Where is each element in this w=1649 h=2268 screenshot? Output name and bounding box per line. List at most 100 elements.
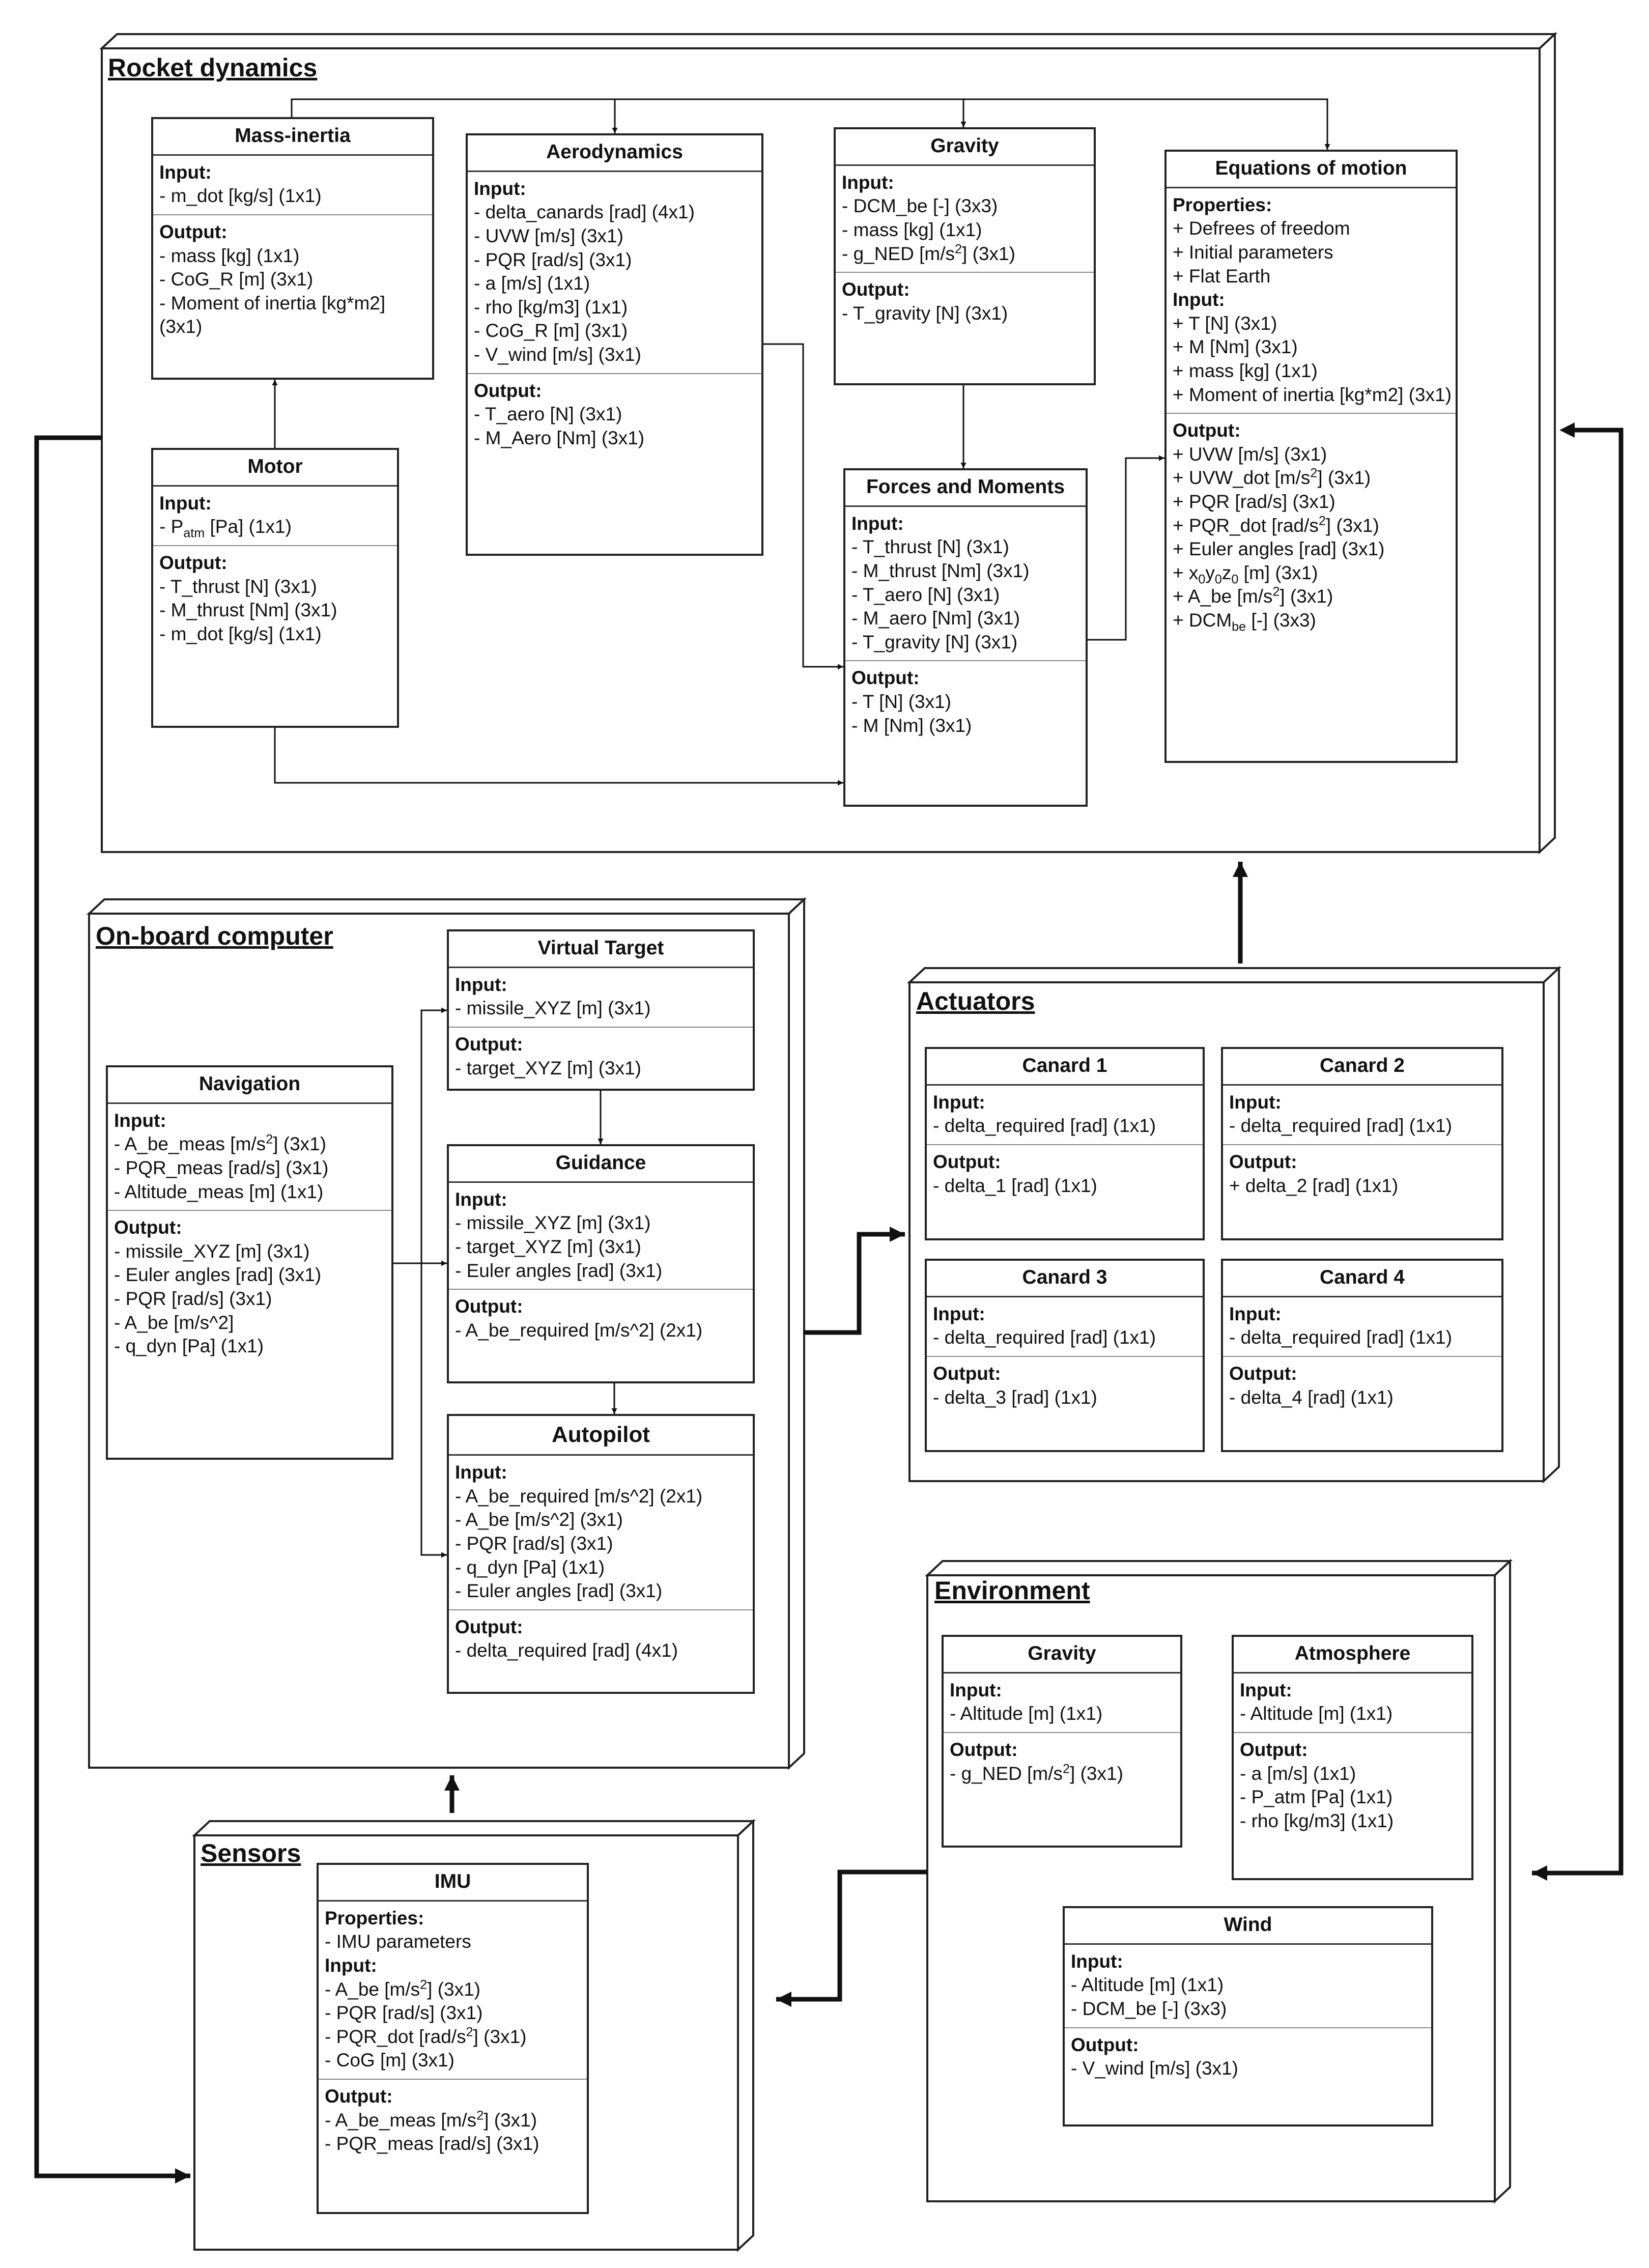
- block-title: IMU: [319, 1865, 587, 1902]
- section-label: Output:: [455, 1033, 523, 1055]
- signal-line: - delta_required [rad] (1x1): [933, 1327, 1156, 1348]
- signal-line: - CoG_R [m] (3x1): [159, 269, 314, 290]
- wire-nav-autopilot: [420, 1263, 447, 1558]
- signal-line: - delta_required [rad] (1x1): [1229, 1327, 1453, 1348]
- section-label: Input:: [933, 1091, 985, 1113]
- signal-line: - delta_4 [rad] (1x1): [1229, 1386, 1394, 1408]
- signal-line: - T [N] (3x1): [851, 691, 952, 712]
- block-section: Output:- target_XYZ [m] (3x1): [449, 1026, 753, 1086]
- block-title: Guidance: [449, 1146, 753, 1183]
- block-section: Input:- m_dot [kg/s] (1x1): [153, 156, 432, 214]
- wire-rocket-sensors: [34, 435, 190, 2184]
- block-title: Canard 1: [927, 1049, 1203, 1086]
- signal-line: - A_be_meas [m/s2] (3x1): [114, 1132, 327, 1155]
- wire-mass-bus: [291, 98, 1330, 150]
- block-section: Output:- T_aero [N] (3x1)- M_Aero [Nm] (…: [468, 373, 761, 457]
- sensors-title: Sensors: [201, 1839, 301, 1867]
- signal-line: - PQR [rad/s] (3x1): [474, 249, 632, 270]
- signal-line: - A_be [m/s2] (3x1): [325, 1977, 480, 2000]
- signal-line: - rho [kg/m3] (1x1): [1240, 1810, 1394, 1831]
- signal-line: + Flat Earth: [1173, 265, 1271, 287]
- signal-line: - A_be_required [m/s^2] (2x1): [455, 1485, 703, 1507]
- block-section: Input: - missile_XYZ [m] (3x1): [449, 968, 753, 1027]
- section-label: Output:: [1173, 420, 1241, 441]
- signal-line: - CoG [m] (3x1): [325, 2050, 454, 2071]
- block-section: Input:- delta_required [rad] (1x1): [927, 1086, 1203, 1144]
- wire-onboard-actuators: [803, 1227, 905, 1335]
- block-section: Output:- delta_4 [rad] (1x1): [1223, 1355, 1501, 1415]
- signal-line: - T_gravity [N] (3x1): [851, 631, 1018, 653]
- signal-line: - T_thrust [N] (3x1): [851, 536, 1009, 558]
- signal-line: - M_thrust [Nm] (3x1): [159, 600, 337, 621]
- block-title: Aerodynamics: [468, 135, 761, 172]
- signal-line: - M_aero [Nm] (3x1): [851, 608, 1020, 629]
- signal-line: - V_wind [m/s] (3x1): [474, 344, 641, 365]
- block-section: Output:- g_NED [m/s2] (3x1): [944, 1732, 1180, 1792]
- block-section: Input:- Altitude [m] (1x1): [1234, 1674, 1471, 1732]
- signal-line: - A_be_meas [m/s2] (3x1): [325, 2108, 537, 2131]
- block-section: Output:- delta_3 [rad] (1x1): [927, 1355, 1203, 1415]
- signal-line: - q_dyn [Pa] (1x1): [114, 1336, 264, 1357]
- section-label: Input:: [1173, 289, 1225, 310]
- signal-line: + PQR_dot [rad/s2] (3x1): [1173, 514, 1379, 536]
- block-section: Output:- delta_required [rad] (4x1): [449, 1609, 753, 1669]
- signal-line: + T [N] (3x1): [1173, 313, 1277, 334]
- signal-line: + UVW_dot [m/s2] (3x1): [1173, 466, 1371, 489]
- block-title: Gravity: [944, 1637, 1180, 1674]
- signal-line: - M_thrust [Nm] (3x1): [851, 560, 1030, 581]
- signal-line: - Patm [Pa] (1x1): [159, 516, 292, 541]
- signal-line: - delta_required [rad] (4x1): [455, 1640, 678, 1661]
- block-section: Input:- A_be_meas [m/s2] (3x1)- PQR_meas…: [108, 1104, 391, 1210]
- signal-line: + delta_2 [rad] (1x1): [1229, 1175, 1399, 1196]
- signal-line: + DCMbe [-] (3x3): [1173, 610, 1316, 634]
- signal-line: - Altitude [m] (1x1): [950, 1703, 1103, 1724]
- section-label: Input:: [1229, 1091, 1282, 1113]
- signal-line: + Defrees of freedom: [1173, 218, 1350, 239]
- signal-line: - target_XYZ [m] (3x1): [455, 1057, 641, 1079]
- section-label: Output:: [933, 1151, 1001, 1172]
- signal-line: - g_NED [m/s2] (3x1): [950, 1762, 1123, 1784]
- block-title: Autopilot: [449, 1416, 753, 1456]
- section-label: Output:: [114, 1217, 182, 1238]
- block-title: Forces and Moments: [845, 470, 1086, 507]
- signal-line: - DCM_be [-] (3x3): [1071, 1998, 1227, 2019]
- section-label: Input:: [1240, 1679, 1292, 1700]
- block-title: Mass-inertia: [153, 119, 432, 156]
- wire-environment-sensors: [776, 1869, 927, 2007]
- signal-line: - T_thrust [N] (3x1): [159, 576, 317, 597]
- block-section: Input:- DCM_be [-] (3x3)- mass [kg] (1x1…: [836, 166, 1094, 272]
- block-title: Canard 2: [1223, 1049, 1501, 1086]
- signal-line: - a [m/s] (1x1): [1240, 1763, 1356, 1784]
- wire-rocket-environment: [1532, 422, 1624, 1881]
- section-label: Properties:: [1173, 194, 1272, 215]
- section-label: Input:: [455, 974, 507, 995]
- block-section: Input:- Altitude [m] (1x1): [944, 1674, 1180, 1732]
- signal-line: + mass [kg] (1x1): [1173, 360, 1318, 381]
- signal-line: - A_be_required [m/s^2] (2x1): [455, 1319, 703, 1341]
- block-title: Wind: [1065, 1908, 1431, 1945]
- block-section: Output:+ UVW [m/s] (3x1)+ UVW_dot [m/s2]…: [1167, 413, 1456, 638]
- block-title: Atmosphere: [1234, 1637, 1471, 1674]
- signal-line: - PQR [rad/s] (3x1): [455, 1533, 613, 1554]
- signal-line: + x0y0z0 [m] (3x1): [1173, 562, 1318, 587]
- signal-line: - A_be [m/s^2]: [114, 1312, 234, 1333]
- signal-line: + Moment of inertia [kg*m2] (3x1): [1173, 384, 1452, 405]
- block-section: Input:- Patm [Pa] (1x1): [153, 487, 397, 545]
- signal-line: - mass [kg] (1x1): [842, 219, 982, 240]
- section-label: Output:: [933, 1363, 1001, 1384]
- section-label: Output:: [1229, 1363, 1297, 1384]
- signal-line: - missile_XYZ [m] (3x1): [455, 998, 651, 1019]
- block-section: Input:- T_thrust [N] (3x1)- M_thrust [Nm…: [845, 507, 1086, 661]
- signal-line: - delta_1 [rad] (1x1): [933, 1175, 1097, 1196]
- block-section: Output:- a [m/s] (1x1)- P_atm [Pa] (1x1)…: [1234, 1732, 1471, 1839]
